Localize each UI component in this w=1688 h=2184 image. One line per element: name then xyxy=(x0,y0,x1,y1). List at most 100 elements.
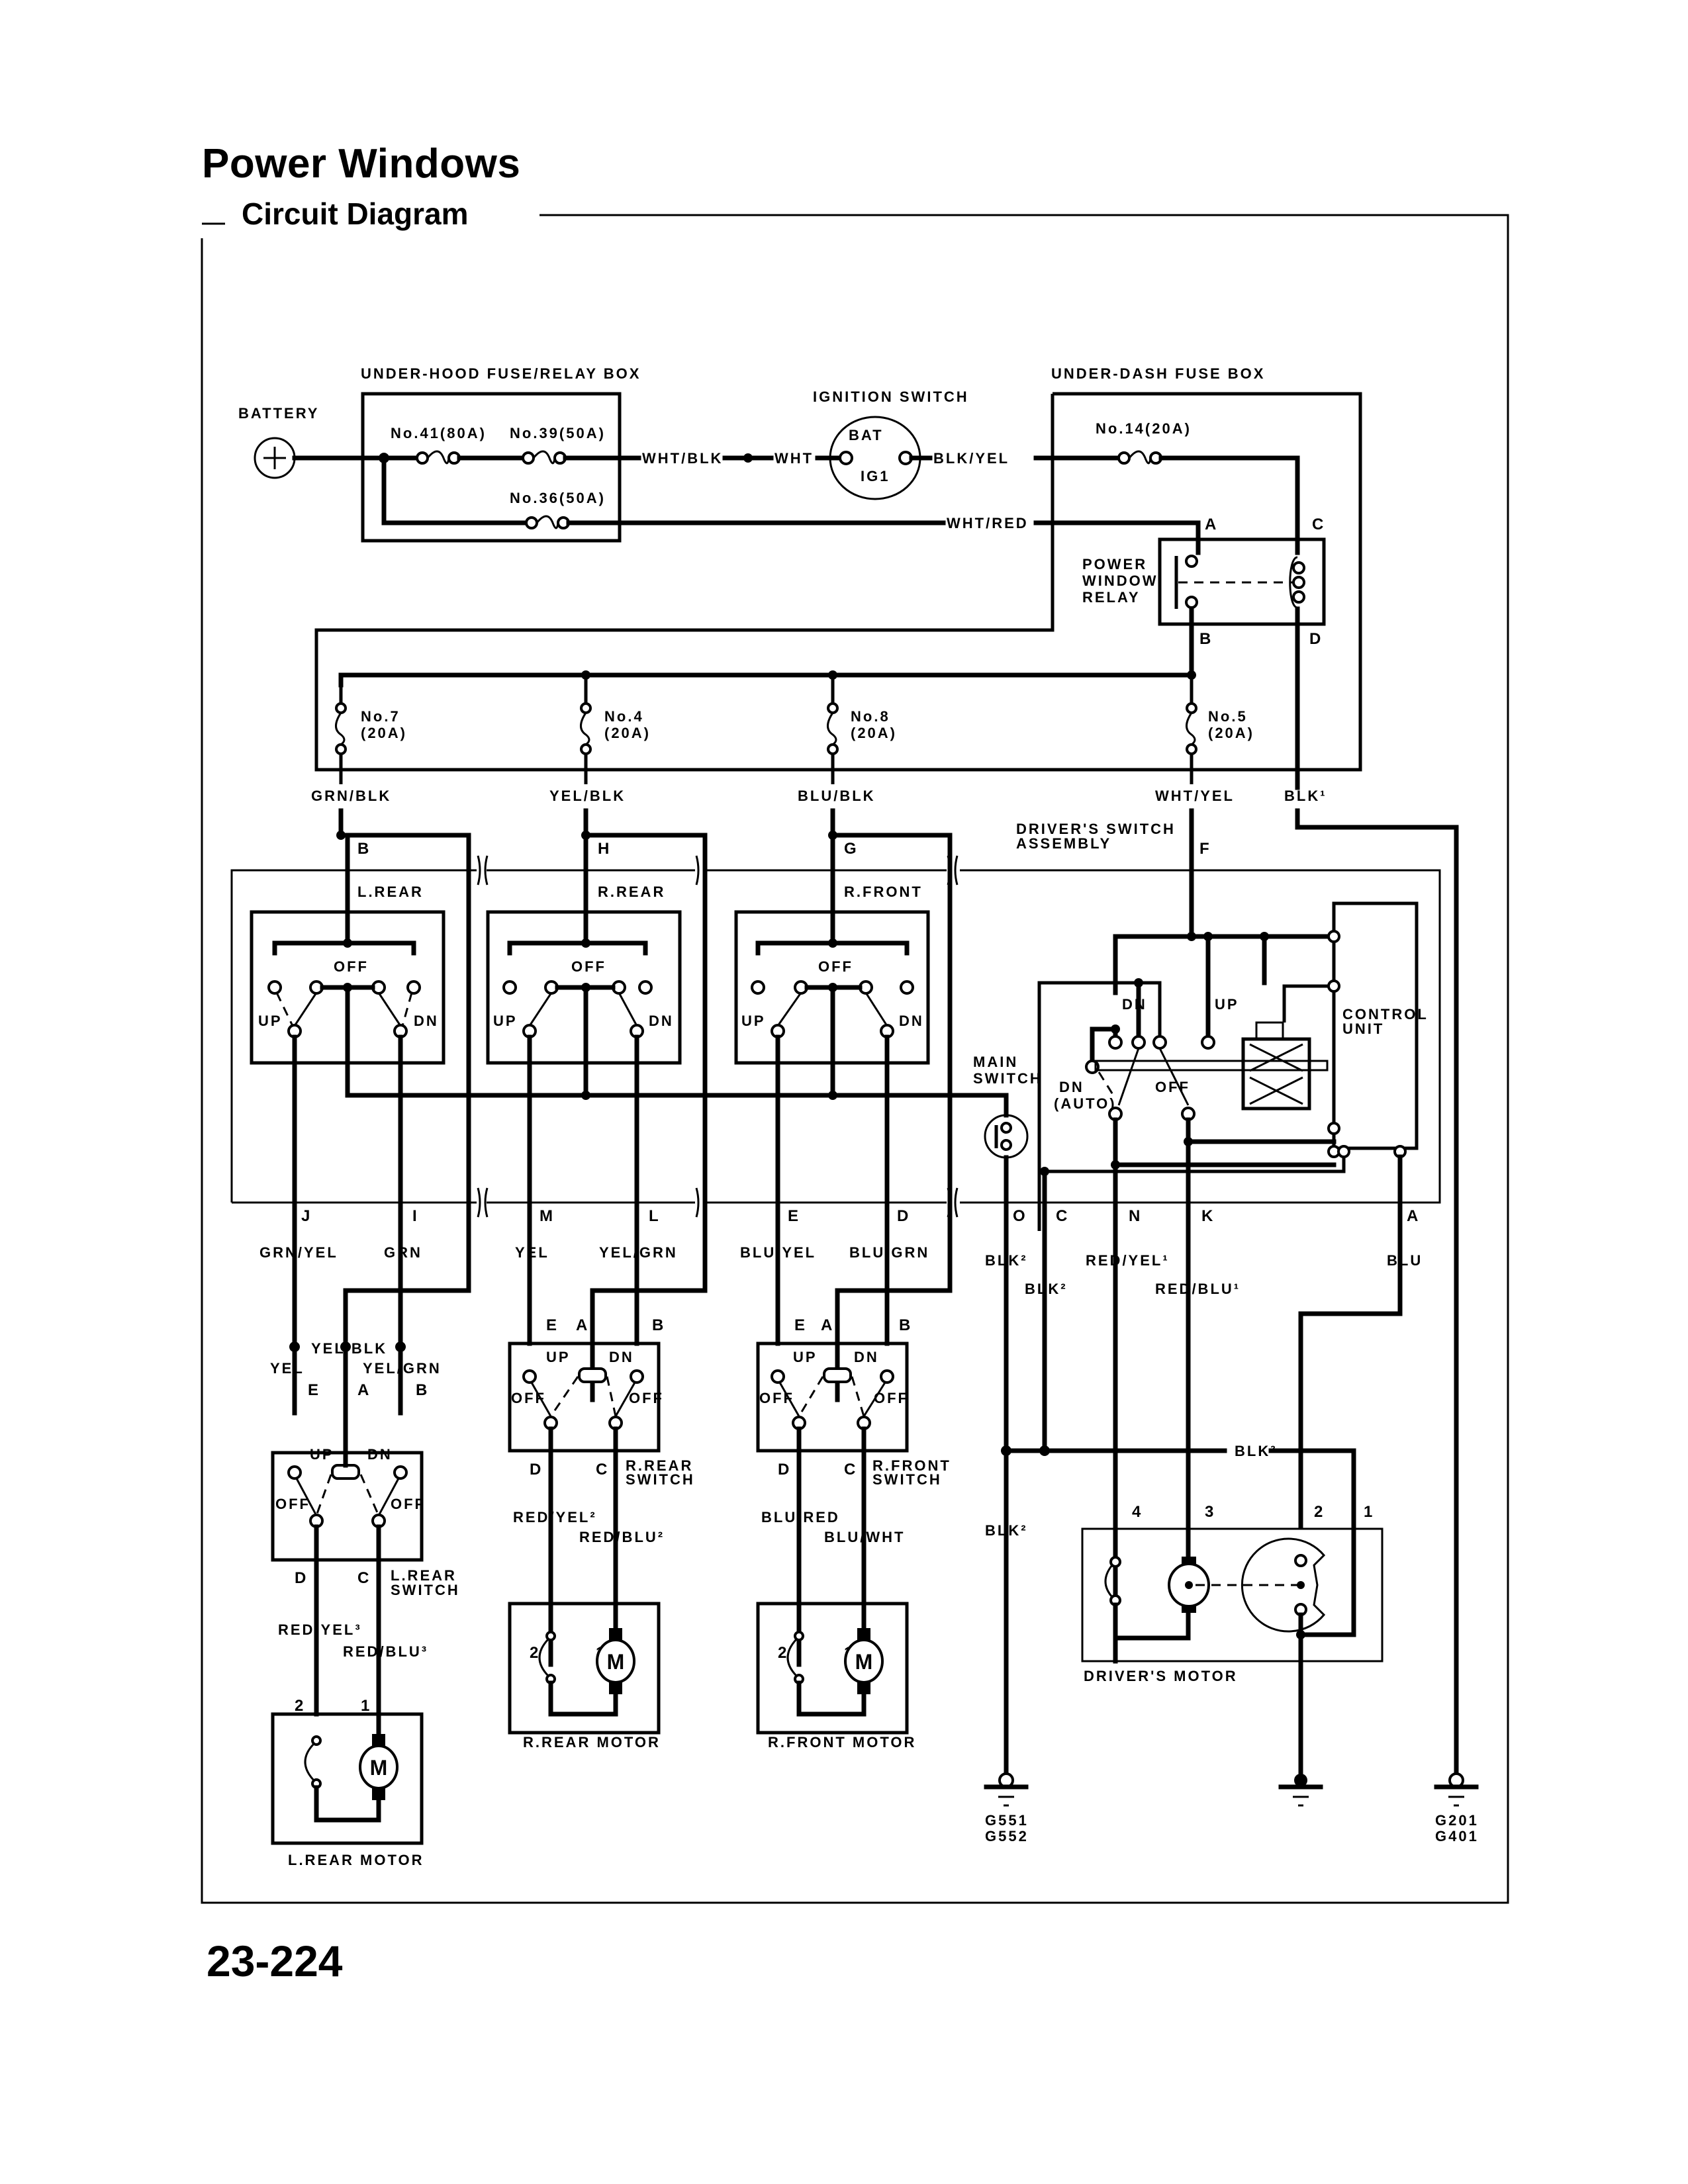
fuse-no7-label: No.7 xyxy=(361,708,400,725)
sw-pin-e: E xyxy=(546,1316,557,1334)
drivers-switch-assembly: DRIVER'S SWITCH ASSEMBLY F xyxy=(230,821,1441,1218)
ds-pin-h: H xyxy=(598,840,609,858)
motor-symbol: M xyxy=(607,1650,625,1674)
sw-pin-d: D xyxy=(295,1569,306,1587)
lrear-motor: 2 1 M L.REAR MOTOR xyxy=(271,1697,424,1868)
rrear-switch-label: R.REAR xyxy=(598,884,665,900)
fuse-no8: No.8 (20A) BLU/BLK xyxy=(798,675,897,804)
sw-pin-a: A xyxy=(576,1316,587,1334)
motor-pin-2: 2 xyxy=(778,1644,786,1662)
motor-pin-2: 2 xyxy=(295,1697,303,1715)
wire-label-lr-yel: YEL xyxy=(270,1360,305,1377)
wire-label-wht-yel: WHT/YEL xyxy=(1155,788,1235,804)
ds-pin-g: G xyxy=(844,840,857,858)
motor-symbol: M xyxy=(370,1756,388,1780)
sw-pin-a: A xyxy=(357,1381,369,1399)
page-title: Power Windows xyxy=(202,141,521,187)
fuse-no4-rating: (20A) xyxy=(604,725,651,741)
fuse-no5-rating: (20A) xyxy=(1208,725,1254,741)
motor-pin-1: 1 xyxy=(361,1697,369,1715)
up-label: UP xyxy=(258,1013,283,1029)
relay-pin-a: A xyxy=(1205,516,1216,533)
rrear-door-switch-label-2: SWITCH xyxy=(626,1471,695,1488)
lrear-door-switch: YEL YEL/BLK YEL/GRN E A B UP DN OFF OFF … xyxy=(270,1340,458,1737)
ds-pin-k: K xyxy=(1201,1207,1213,1225)
off-label: OFF xyxy=(818,958,853,975)
dn-label: DN xyxy=(649,1013,674,1029)
motor-pin-1: 1 xyxy=(1364,1503,1372,1521)
fuse-no5: No.5 (20A) WHT/YEL xyxy=(1155,675,1254,804)
lrear-motor-label: L.REAR MOTOR xyxy=(288,1852,424,1868)
rfront-motor: 2 1 M R.FRONT MOTOR xyxy=(756,1602,916,1751)
wire-label-blu-red: BLU/RED xyxy=(761,1509,840,1525)
control-unit-label-1: CONTROL xyxy=(1342,1006,1429,1023)
control-unit-label-2: UNIT xyxy=(1342,1021,1384,1037)
main-switch: MAIN SWITCH xyxy=(345,1054,1041,1234)
under-hood-box-label: UNDER-HOOD FUSE/RELAY BOX xyxy=(361,365,641,382)
ds-pin-f: F xyxy=(1199,840,1209,858)
wire-label-red-yel3: RED/YEL³ xyxy=(278,1621,362,1638)
off-label: OFF xyxy=(571,958,606,975)
relay-pin-d: D xyxy=(1309,630,1321,648)
fuse-no4: No.4 (20A) YEL/BLK xyxy=(549,675,651,804)
section-title: Circuit Diagram xyxy=(242,197,469,231)
sw-pin-b: B xyxy=(416,1381,427,1399)
wire-label-blu-yel: BLU/YEL xyxy=(740,1244,816,1261)
dn-auto-label-2: (AUTO) xyxy=(1054,1095,1117,1112)
page-number: 23-224 xyxy=(207,1936,343,1985)
up-label: UP xyxy=(793,1349,818,1365)
off-label: OFF xyxy=(334,958,369,975)
off-label: OFF xyxy=(275,1496,310,1512)
up-label: UP xyxy=(493,1013,518,1029)
drivers-motor: 4 3 2 1 DRIVER'S MOTOR xyxy=(1081,1503,1383,1807)
wire-label-blu-grn: BLU/GRN xyxy=(849,1244,929,1261)
fuse-39-label: No.39(50A) xyxy=(510,425,606,441)
blk1-ground-wire: BLK¹ G201 G401 xyxy=(1284,633,1479,1844)
dn-label: DN xyxy=(899,1013,924,1029)
lrear-window-switch: B L.REAR OFF UP DN J I GRN/YEL GRN xyxy=(250,808,471,1442)
off-label: OFF xyxy=(511,1390,546,1406)
rrear-motor-label: R.REAR MOTOR xyxy=(523,1734,661,1751)
wire-label-blk2-c: BLK² xyxy=(1025,1281,1068,1297)
fuse-no8-rating: (20A) xyxy=(851,725,897,741)
dn-label: DN xyxy=(414,1013,439,1029)
rrear-door-switch: E A B UP DN OFF OFF D C R.REAR SWITCH RE… xyxy=(508,1316,695,1667)
rfront-door-switch: E A B UP DN OFF OFF D C R.FRONT SWITCH B… xyxy=(756,1316,949,1667)
ds-pin-i: I xyxy=(412,1207,417,1225)
sw-pin-a: A xyxy=(821,1316,832,1334)
battery-label: BATTERY xyxy=(238,405,319,422)
main-power-wires: WHT/BLK WHT WHT/RED xyxy=(292,450,1029,531)
wire-label-blk2-bus: BLK² xyxy=(1235,1443,1278,1459)
driver-lower-wires: O BLK² C BLK² N RED/YEL¹ K RED/BLU¹ A BL… xyxy=(984,1139,1421,1844)
relay-label-2: WINDOW xyxy=(1082,572,1158,589)
rfront-door-switch-label-2: SWITCH xyxy=(872,1471,942,1488)
diagram-frame xyxy=(201,214,1509,1904)
ds-pin-m: M xyxy=(539,1207,553,1225)
ds-pin-o: O xyxy=(1013,1207,1025,1225)
fuse-14-label: No.14(20A) xyxy=(1096,420,1192,437)
ds-pin-n: N xyxy=(1129,1207,1140,1225)
main-switch-label-1: MAIN xyxy=(973,1054,1018,1070)
wire-label-wht-red: WHT/RED xyxy=(947,515,1029,531)
relay-label-1: POWER xyxy=(1082,556,1147,572)
off-label: OFF xyxy=(874,1390,909,1406)
ds-pin-d: D xyxy=(897,1207,908,1225)
fuse-39-icon xyxy=(522,450,567,465)
wire-label-blu-blk: BLU/BLK xyxy=(798,788,876,804)
sw-pin-c: C xyxy=(357,1569,369,1587)
rfront-motor-label: R.FRONT MOTOR xyxy=(768,1734,916,1751)
rfront-window-switch: G R.FRONT OFF UP DN E D BLU/YEL BLU/GRN xyxy=(734,808,953,1346)
fuse-no7-rating: (20A) xyxy=(361,725,407,741)
sw-pin-c: C xyxy=(596,1461,607,1479)
rfront-switch-label: R.FRONT xyxy=(844,884,923,900)
motor-pin-4: 4 xyxy=(1132,1503,1141,1521)
fuse-no5-label: No.5 xyxy=(1208,708,1248,725)
wire-label-lr-yel-blk: YEL/BLK xyxy=(311,1340,387,1357)
wire-label-blk2-ground: BLK² xyxy=(985,1522,1028,1539)
ground-g552: G552 xyxy=(985,1828,1029,1844)
up-label: UP xyxy=(310,1446,334,1463)
wire-label-yel-grn: YEL/GRN xyxy=(599,1244,678,1261)
wire-label-blk1: BLK¹ xyxy=(1284,788,1327,804)
dn-auto-label-1: DN xyxy=(1059,1079,1084,1095)
